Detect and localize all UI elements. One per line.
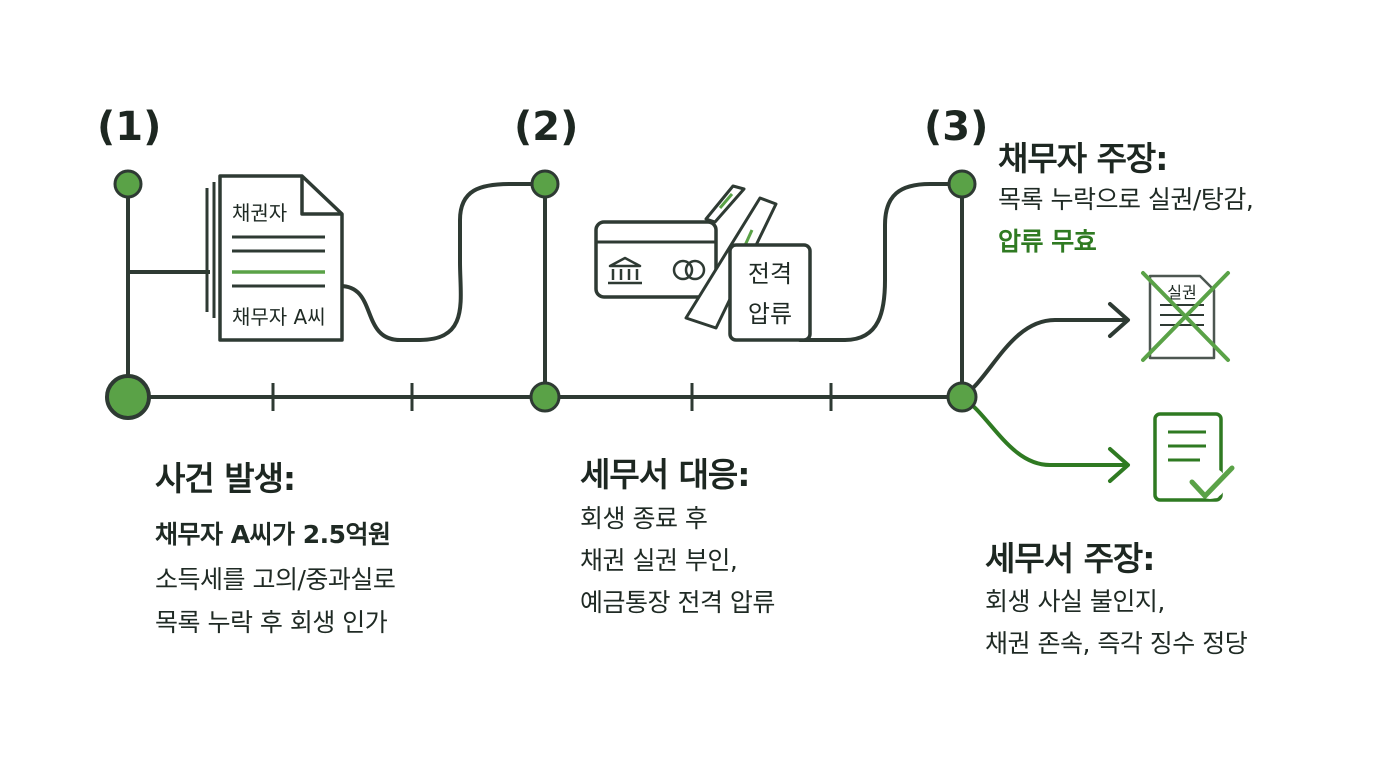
node-bottom-2 [529,381,561,413]
step-2-heading: 세무서 대응: [580,455,750,494]
seizure-stamp: 전격 압류 [728,243,812,342]
tax-claim-line1: 회생 사실 불인지, [985,587,1165,616]
seizure-stamp-line2: 압류 [748,300,792,328]
rejected-doc-label: 실권 [1167,283,1196,302]
card-chip-icon [672,259,694,281]
step-1-line1: 채무자 A씨가 2.5억원 [155,520,391,549]
connector-1-2 [228,182,547,342]
step-1-heading: 사건 발생: [155,459,296,498]
doc-top-label: 채권자 [232,201,287,225]
step-2-line1: 회생 종료 후 [580,504,708,533]
bank-icon [608,256,642,268]
tax-claim-line2: 채권 존속, 즉각 징수 정당 [985,629,1248,658]
approved-document-icon [1153,412,1235,502]
node-top-1 [113,169,143,199]
bankbook-icon [594,220,718,299]
step-2-line3: 예금통장 전격 압류 [580,588,775,617]
connector-2-3 [798,182,964,342]
step-2-line2: 채권 실권 부인, [580,546,738,575]
step-1-line2: 소득세를 고의/중과실로 [155,565,396,594]
debtor-claim-line2: 압류 무효 [998,227,1097,256]
tax-claim-heading: 세무서 주장: [985,539,1155,578]
step-1-line3: 목록 누락 후 회생 인가 [155,608,388,637]
document-icon: 채권자 채무자 A씨 [205,174,344,342]
node-bottom-3 [946,381,978,413]
step-3-number: (3) [924,104,989,150]
rejected-document-icon: 실권 [1141,271,1230,362]
branch-up-arrow [960,318,1127,399]
check-icon [1189,465,1235,499]
debtor-claim-line1: 목록 누락으로 실권/탕감, [998,185,1254,214]
doc-bottom-label: 채무자 A씨 [232,305,326,329]
step-2-number: (2) [514,104,579,150]
debtor-claim-heading: 채무자 주장: [998,139,1168,178]
arrowhead-up [1108,302,1130,338]
node-top-2 [530,169,560,199]
seizure-stamp-line1: 전격 [748,260,792,288]
step-1-number: (1) [97,104,162,150]
node-bottom-1 [105,374,151,420]
node-top-3 [947,169,977,199]
arrowhead-down [1108,447,1130,483]
branch-down-arrow [960,395,1127,467]
